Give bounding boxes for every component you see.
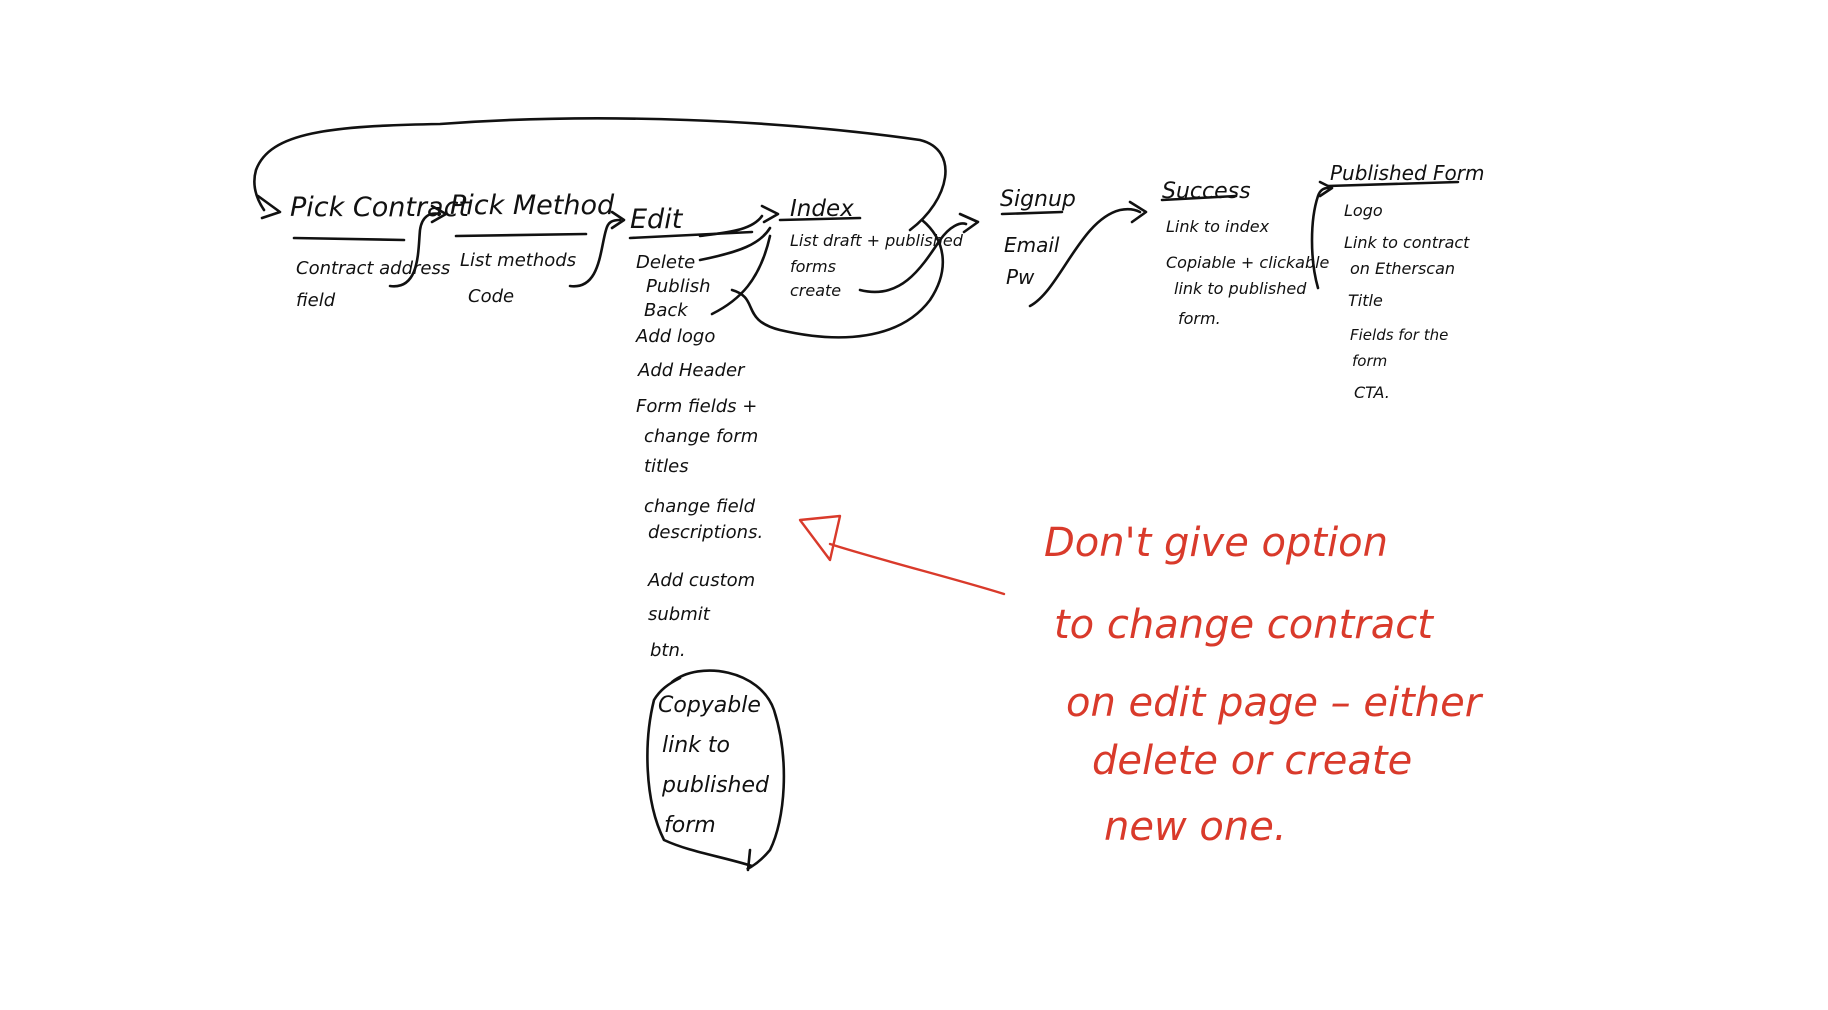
signup-title: Signup (1000, 187, 1076, 212)
connector-delete-to-index (698, 226, 772, 262)
edit-line-5: Add Header (637, 360, 746, 381)
connector-contract-to-method (388, 212, 442, 288)
connector-method-to-edit (568, 218, 622, 288)
annotation-arrowhead (798, 514, 842, 562)
circled-line-3: published (661, 773, 770, 798)
screen-pick-method: Pick Method List methods Code (450, 190, 615, 307)
connector-signup-to-success (1028, 207, 1142, 308)
connector-back-to-index (710, 234, 772, 316)
edit-line-6: Form fields + (636, 396, 757, 417)
signup-line-1: Email (1004, 233, 1060, 257)
arrowhead-edit-to-index (760, 204, 780, 224)
annotation-arrow-line (828, 542, 1006, 596)
edit-line-4: Add logo (635, 326, 715, 347)
pick-method-line-2: Code (468, 286, 514, 307)
connector-index-to-signup (858, 222, 968, 294)
pick-contract-underline (292, 236, 406, 242)
edit-line-3: Back (644, 300, 689, 321)
published-form-line-4: Title (1348, 291, 1383, 310)
edit-line-13: btn. (650, 640, 686, 661)
published-form-title: Published Form (1330, 161, 1484, 185)
index-line-3: create (790, 281, 841, 300)
edit-line-11: Add custom (647, 570, 755, 591)
circle-outline (646, 669, 786, 870)
flow-connectors (253, 117, 1334, 339)
pick-method-underline (454, 232, 588, 238)
annotation-line-4: delete or create (1092, 738, 1412, 784)
pick-method-line-1: List methods (460, 250, 576, 271)
edit-line-7: change form (644, 426, 758, 447)
circled-line-2: link to (662, 733, 730, 758)
pick-contract-title: Pick Contract (290, 192, 470, 223)
success-underline (1160, 194, 1238, 202)
screen-edit: Edit Delete Publish Back Add logo Add He… (628, 204, 786, 872)
success-line-1: Link to index (1166, 217, 1270, 236)
published-form-line-6: form (1352, 352, 1387, 370)
published-form-line-3: on Etherscan (1350, 259, 1455, 278)
annotation-line-3: on edit page – either (1066, 680, 1484, 726)
success-line-2: Copiable + clickable (1166, 253, 1330, 272)
published-form-line-7: CTA. (1354, 383, 1390, 402)
success-line-3: link to published (1174, 279, 1307, 298)
index-line-1: List draft + published (790, 231, 964, 250)
screen-success: Success Link to index Copiable + clickab… (1160, 179, 1330, 328)
annotation-line-1: Don't give option (1044, 520, 1388, 566)
edit-line-2: Publish (646, 276, 710, 297)
annotation-line-5: new one. (1104, 804, 1287, 850)
signup-underline (1000, 210, 1064, 216)
screen-published-form: Published Form Logo Link to contract on … (1326, 161, 1484, 402)
arrowhead-success-to-published (1318, 180, 1334, 198)
published-form-line-1: Logo (1344, 201, 1383, 220)
index-line-2: forms (790, 257, 836, 276)
circle-tail (746, 848, 752, 872)
arrowhead-method-to-edit (610, 210, 626, 230)
pick-method-title: Pick Method (450, 190, 615, 221)
published-form-line-5: Fields for the (1350, 326, 1448, 344)
published-form-underline (1326, 180, 1460, 188)
edit-line-8: titles (644, 456, 689, 477)
arrowhead-index-to-signup (958, 212, 980, 234)
screen-index: Index List draft + published forms creat… (778, 196, 964, 300)
screen-pick-contract: Pick Contract Contract address field (290, 192, 470, 311)
pick-contract-line-1: Contract address (296, 258, 450, 279)
index-underline (778, 216, 862, 222)
connector-success-to-published (1310, 186, 1330, 290)
arrowhead-signup-to-success (1128, 200, 1148, 224)
edit-line-9: change field (644, 496, 756, 517)
loop-arrowhead (256, 194, 282, 220)
arrowhead-contract-to-method (430, 204, 448, 224)
circled-line-1: Copyable (658, 693, 761, 718)
screen-signup: Signup Email Pw (1000, 187, 1076, 289)
circled-line-4: form (664, 813, 716, 838)
edit-line-1: Delete (636, 252, 695, 273)
connector-edit-to-index (698, 214, 764, 238)
edit-line-10: descriptions. (648, 522, 763, 543)
connector-publish-loop (730, 218, 945, 339)
copyable-link-note: Copyable link to published form (646, 669, 786, 872)
annotation-note: Don't give option to change contract on … (798, 514, 1484, 850)
pick-contract-line-2: field (296, 290, 336, 311)
edit-line-12: submit (648, 604, 711, 625)
loop-connector (253, 117, 947, 232)
edit-title: Edit (630, 204, 684, 235)
edit-underline (628, 230, 754, 240)
success-line-4: form. (1178, 309, 1221, 328)
signup-line-2: Pw (1006, 265, 1035, 289)
annotation-line-2: to change contract (1054, 602, 1434, 648)
published-form-line-2: Link to contract (1344, 233, 1470, 252)
